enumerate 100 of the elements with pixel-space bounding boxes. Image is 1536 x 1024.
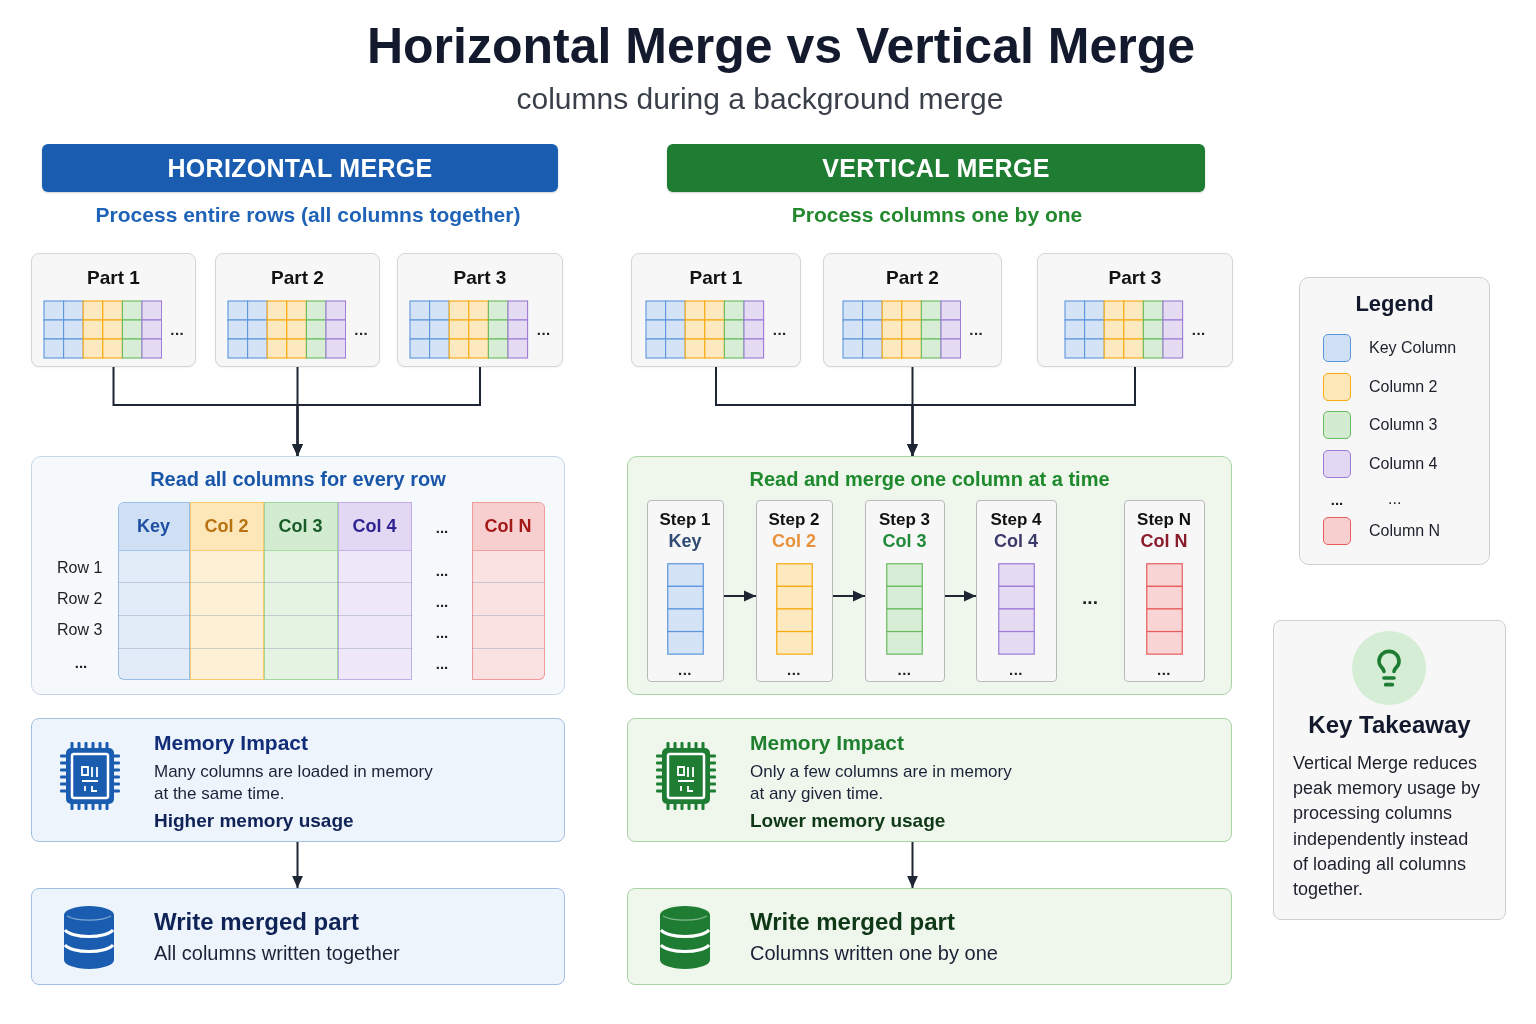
part-title: Part 3 bbox=[453, 266, 507, 290]
ellipsis: ... bbox=[536, 320, 551, 339]
step-card bbox=[1123, 499, 1205, 682]
connector-arrow bbox=[292, 366, 481, 457]
column-label: Col N bbox=[1140, 529, 1188, 553]
ellipsis: ... bbox=[1330, 489, 1344, 509]
legend-title: Legend bbox=[1355, 290, 1434, 318]
card-heading: Memory Impact bbox=[750, 730, 905, 756]
column-label: Col 2 bbox=[772, 529, 816, 553]
table-column bbox=[471, 501, 545, 680]
connector-arrow bbox=[907, 366, 1136, 457]
ellipsis: ... bbox=[787, 660, 801, 679]
ellipsis: ... bbox=[678, 660, 692, 679]
ellipsis: ... bbox=[1191, 320, 1206, 339]
process-panel bbox=[31, 456, 565, 695]
ellipsis: ... bbox=[435, 591, 449, 611]
part-card bbox=[397, 253, 563, 367]
ellipsis: ... bbox=[74, 652, 88, 672]
step-title: Step 2 bbox=[768, 508, 820, 530]
card-emphasis: Higher memory usage bbox=[154, 809, 354, 833]
table-column bbox=[189, 501, 264, 680]
subtitle: columns during a background merge bbox=[516, 81, 1004, 117]
info-card bbox=[627, 888, 1232, 985]
column-header: Col 4 bbox=[338, 502, 411, 551]
connector-arrow bbox=[292, 841, 303, 889]
info-card bbox=[31, 718, 565, 842]
part-title: Part 2 bbox=[886, 266, 939, 290]
diagram-title: Horizontal Merge vs Vertical Merge bbox=[366, 17, 1196, 76]
part-card bbox=[31, 253, 196, 367]
card-text: Columns written one by one bbox=[750, 941, 998, 965]
column-header: Col 2 bbox=[190, 502, 263, 551]
section-title: HORIZONTAL MERGE bbox=[167, 153, 433, 183]
part-card bbox=[631, 253, 801, 367]
card-heading: Memory Impact bbox=[154, 730, 309, 756]
header-band bbox=[42, 144, 558, 192]
connector-arrow bbox=[832, 590, 866, 602]
ellipsis: ... bbox=[354, 320, 369, 339]
legend-label: Column 2 bbox=[1369, 376, 1438, 397]
connector-arrow bbox=[723, 590, 757, 602]
table-column bbox=[263, 501, 338, 680]
ellipsis: ... bbox=[435, 517, 449, 537]
part-card bbox=[823, 253, 1002, 367]
header-band bbox=[667, 144, 1205, 192]
card-heading: Write merged part bbox=[750, 907, 955, 937]
column-label: Col 3 bbox=[882, 529, 927, 553]
connector-arrow bbox=[944, 590, 977, 602]
column-header: Col N bbox=[472, 502, 544, 551]
card-heading: Write merged part bbox=[154, 907, 359, 937]
column-label: Key bbox=[668, 529, 702, 553]
card-heading: Key Takeaway bbox=[1308, 710, 1471, 740]
step-card bbox=[646, 499, 724, 682]
legend-label: ... bbox=[1388, 488, 1402, 509]
card-text: Many columns are loaded in memory at the same time. bbox=[154, 761, 434, 805]
table-column bbox=[117, 501, 190, 680]
legend-label: Key Column bbox=[1369, 337, 1457, 358]
ellipsis: ... bbox=[435, 653, 449, 673]
card-text: Only a few columns are in memory at any given time. bbox=[750, 761, 1013, 805]
card-text: All columns written together bbox=[154, 941, 400, 965]
ellipsis: ... bbox=[1009, 660, 1023, 679]
section-subtitle: Process entire rows (all columns together) bbox=[95, 202, 521, 228]
legend-label: Column 3 bbox=[1369, 414, 1438, 435]
ellipsis: ... bbox=[1082, 586, 1098, 610]
section-title: VERTICAL MERGE bbox=[822, 153, 1050, 183]
connector-arrow bbox=[907, 841, 918, 889]
ellipsis: ... bbox=[897, 660, 912, 679]
part-card bbox=[1037, 253, 1233, 367]
part-title: Part 1 bbox=[87, 266, 140, 290]
card-text: Vertical Merge reduces peak memory usage by processing columns independently instead of loading all columns together. bbox=[1293, 752, 1482, 901]
ellipsis: ... bbox=[772, 320, 787, 339]
step-title: Step 3 bbox=[879, 508, 930, 530]
ellipsis: ... bbox=[435, 622, 449, 642]
part-card bbox=[215, 253, 380, 367]
step-card bbox=[864, 499, 945, 682]
legend-label: Column N bbox=[1369, 520, 1441, 541]
column-header: Key bbox=[118, 502, 189, 551]
card-emphasis: Lower memory usage bbox=[750, 809, 946, 833]
info-card bbox=[31, 888, 565, 985]
panel-title: Read and merge one column at a time bbox=[749, 467, 1110, 492]
part-title: Part 2 bbox=[271, 266, 324, 290]
step-card bbox=[975, 499, 1057, 682]
legend-label: Column 4 bbox=[1369, 453, 1438, 474]
part-title: Part 1 bbox=[689, 266, 743, 290]
ellipsis: ... bbox=[435, 560, 449, 580]
row-label: Row 3 bbox=[57, 620, 103, 640]
part-title: Part 3 bbox=[1108, 266, 1162, 290]
table-column bbox=[337, 501, 412, 680]
takeaway-card bbox=[1273, 620, 1506, 920]
column-label: Col 4 bbox=[994, 529, 1038, 553]
ellipsis: ... bbox=[1157, 660, 1171, 679]
step-card bbox=[755, 499, 833, 682]
ellipsis: ... bbox=[170, 320, 185, 339]
step-title: Step 4 bbox=[990, 508, 1042, 530]
info-card bbox=[627, 718, 1232, 842]
section-subtitle: Process columns one by one bbox=[791, 202, 1083, 228]
panel-title: Read all columns for every row bbox=[150, 467, 446, 492]
row-label: Row 1 bbox=[57, 558, 103, 578]
step-title: Step 1 bbox=[659, 508, 711, 530]
ellipsis: ... bbox=[969, 320, 984, 339]
step-title: Step N bbox=[1137, 508, 1191, 530]
column-header: Col 3 bbox=[264, 502, 337, 551]
